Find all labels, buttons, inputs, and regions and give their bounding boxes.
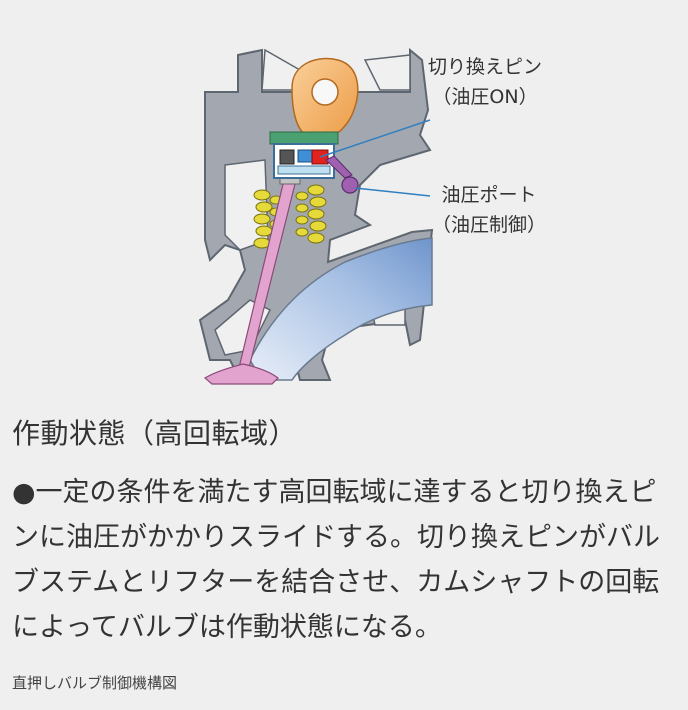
- section-title: 作動状態（高回転域）: [12, 417, 298, 450]
- intake-port: [249, 237, 433, 381]
- leader-switch-pin: [319, 119, 431, 158]
- oil-port-label-name: 油圧ポート: [441, 184, 537, 206]
- camshaft: [291, 57, 359, 141]
- lifter: [269, 131, 339, 179]
- switch-pin-label-name: 切り換えピン: [428, 56, 543, 78]
- figure-caption: 直押しバルブ制御機構図: [12, 674, 178, 692]
- section-description: ●一定の条件を満たす高回転域に達すると切り換えピンに油圧がかかりスライドする。切…: [12, 477, 660, 643]
- switch-pin-label: 切り換えピン （油圧ON）: [428, 52, 542, 112]
- oil-port-label: 油圧ポート （油圧制御）: [432, 180, 546, 240]
- switch-pin-label-state: （油圧ON）: [432, 86, 538, 108]
- leader-oil-port: [354, 187, 431, 197]
- oil-port: [325, 155, 359, 194]
- valve-spring-right: [295, 184, 327, 244]
- valve-mechanism-diagram: [198, 47, 434, 385]
- oil-port-label-state: （油圧制御）: [432, 214, 547, 236]
